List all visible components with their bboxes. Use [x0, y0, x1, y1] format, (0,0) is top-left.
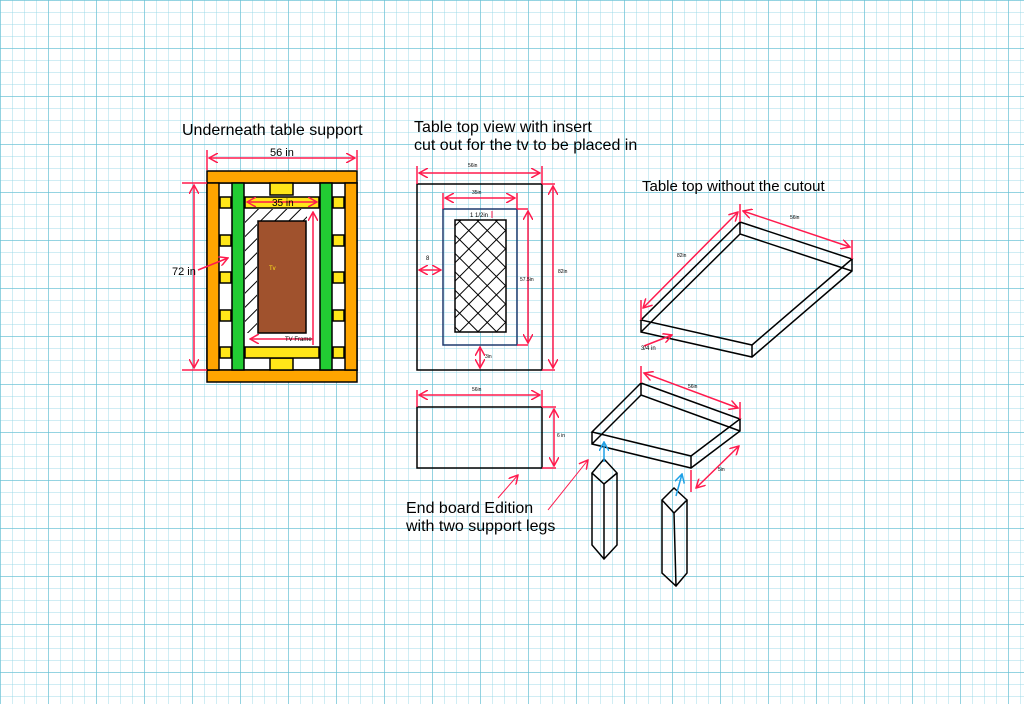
top-view-width-label: 56in [468, 163, 478, 169]
iso-end-width-label: 56in [688, 384, 698, 390]
tv-frame-label: TV Frame [285, 337, 312, 343]
underneath-height-label: 72 in [172, 266, 196, 278]
underneath-inner-width-label: 35 in [272, 198, 294, 209]
iso-end-depth-label: 5in [718, 467, 725, 473]
iso-top-length-label: 82in [677, 253, 687, 259]
iso-top-title: Table top without the cutout [642, 178, 825, 195]
top-view-side-label: 8 [426, 256, 430, 262]
top-view-height-label: 82in [558, 269, 568, 275]
underneath-width-label: 56 in [270, 147, 294, 159]
underneath-support-drawing [182, 150, 358, 383]
end-board-label-line2: with two support legs [405, 518, 555, 535]
end-board-label-line1: End board Edition [406, 500, 533, 517]
top-view-bottom-label: 3in [485, 354, 492, 360]
tv-label: Tv [269, 266, 276, 272]
top-view-title-line2: cut out for the tv to be placed in [414, 137, 637, 154]
top-view-insert-width-label: 35in [472, 190, 482, 196]
end-board-drawing [416, 390, 588, 511]
iso-top-width-label: 56in [790, 215, 800, 221]
iso-top-thickness-label: 3/4 in [641, 346, 656, 352]
top-view-insert-height-label: 57.5in [520, 277, 534, 283]
end-board-height-label: 6 in [557, 433, 565, 439]
iso-table-top-drawing [639, 204, 854, 358]
iso-end-board-drawing [590, 366, 742, 588]
top-view-gap-label: 1 1/2in [470, 213, 488, 219]
end-board-width-label: 56in [472, 387, 482, 393]
top-view-drawing [416, 166, 555, 371]
underneath-title: Underneath table support [182, 122, 363, 139]
top-view-title-line1: Table top view with insert [414, 119, 592, 136]
